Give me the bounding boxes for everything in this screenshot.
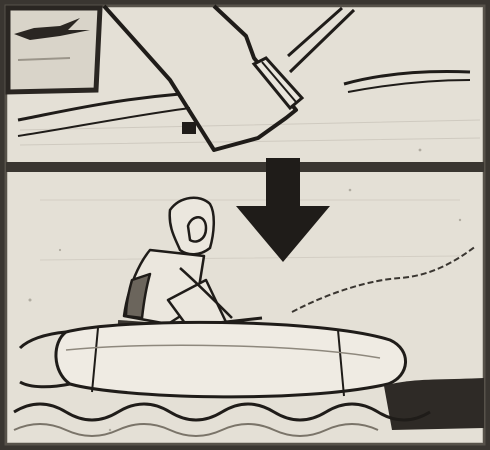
aircraft-inset xyxy=(8,8,100,92)
dark-water xyxy=(384,378,484,430)
raft-tube xyxy=(56,322,406,397)
hatch-marker xyxy=(182,122,196,134)
panel-divider xyxy=(6,162,484,172)
life-raft xyxy=(20,322,406,397)
